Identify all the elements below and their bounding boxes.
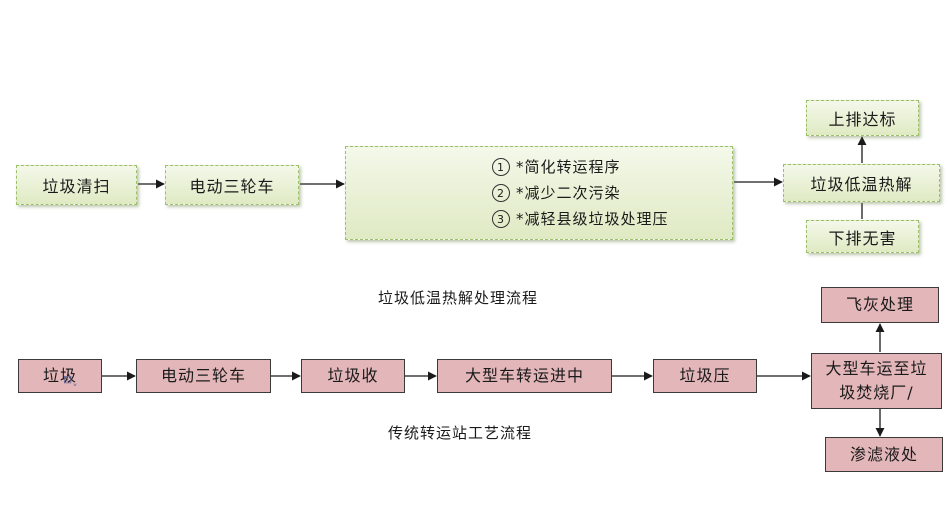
benefit-item: 2 *减少二次污染 bbox=[492, 180, 621, 206]
node-compress: 垃圾压 bbox=[653, 359, 757, 393]
node-collect-label: 垃圾收 bbox=[327, 366, 379, 385]
node-compress-label: 垃圾压 bbox=[679, 366, 731, 385]
node-leachate-label: 渗滤液处 bbox=[849, 444, 918, 464]
circled-number: 1 bbox=[492, 158, 510, 176]
node-tricycle-2-label: 电动三轮车 bbox=[160, 366, 246, 385]
node-upper-exhaust-label: 上排达标 bbox=[828, 110, 897, 129]
node-fly-ash: 飞灰处理 bbox=[821, 287, 939, 323]
node-truck-incinerate-label: 大型车运至垃圾焚烧厂/ bbox=[825, 359, 928, 402]
node-leachate: 渗滤液处 bbox=[825, 437, 943, 472]
benefit-text: *减少二次污染 bbox=[516, 184, 621, 202]
node-garbage-label: 垃圾 bbox=[42, 366, 77, 385]
node-fly-ash-label: 飞灰处理 bbox=[845, 295, 914, 314]
node-truck-transfer: 大型车转运进中 bbox=[437, 359, 612, 393]
node-pyrolysis-label: 垃圾低温热解 bbox=[810, 175, 913, 194]
node-pyrolysis: 垃圾低温热解 bbox=[783, 164, 940, 202]
benefit-text: *简化转运程序 bbox=[516, 158, 621, 176]
node-lower-exhaust-label: 下排无害 bbox=[828, 228, 897, 248]
node-garbage: 垃圾 bbox=[18, 359, 102, 393]
small-glyph-icon: ⊡ˬ bbox=[63, 373, 78, 386]
node-garbage-sweep-label: 垃圾清扫 bbox=[42, 177, 111, 196]
node-truck-transfer-label: 大型车转运进中 bbox=[464, 366, 584, 385]
caption-pyrolysis-flow: 垃圾低温热解处理流程 bbox=[378, 289, 539, 307]
node-electric-tricycle-label: 电动三轮车 bbox=[189, 177, 275, 196]
circled-number: 2 bbox=[492, 184, 510, 202]
node-collect: 垃圾收 bbox=[301, 359, 405, 393]
caption-traditional-flow: 传统转运站工艺流程 bbox=[388, 424, 533, 442]
node-garbage-sweep: 垃圾清扫 bbox=[16, 165, 137, 205]
node-benefits: 1 *简化转运程序 2 *减少二次污染 3 *减轻县级垃圾处理压 bbox=[345, 146, 733, 240]
node-truck-incinerate: 大型车运至垃圾焚烧厂/ bbox=[811, 353, 942, 409]
node-electric-tricycle: 电动三轮车 bbox=[165, 165, 299, 205]
benefit-item: 3 *减轻县级垃圾处理压 bbox=[492, 206, 669, 232]
benefit-item: 1 *简化转运程序 bbox=[492, 154, 621, 180]
node-upper-exhaust: 上排达标 bbox=[806, 100, 919, 136]
node-tricycle-2: 电动三轮车 bbox=[136, 359, 271, 393]
node-lower-exhaust: 下排无害 bbox=[806, 220, 919, 253]
circled-number: 3 bbox=[492, 210, 510, 228]
benefit-text: *减轻县级垃圾处理压 bbox=[516, 210, 669, 228]
